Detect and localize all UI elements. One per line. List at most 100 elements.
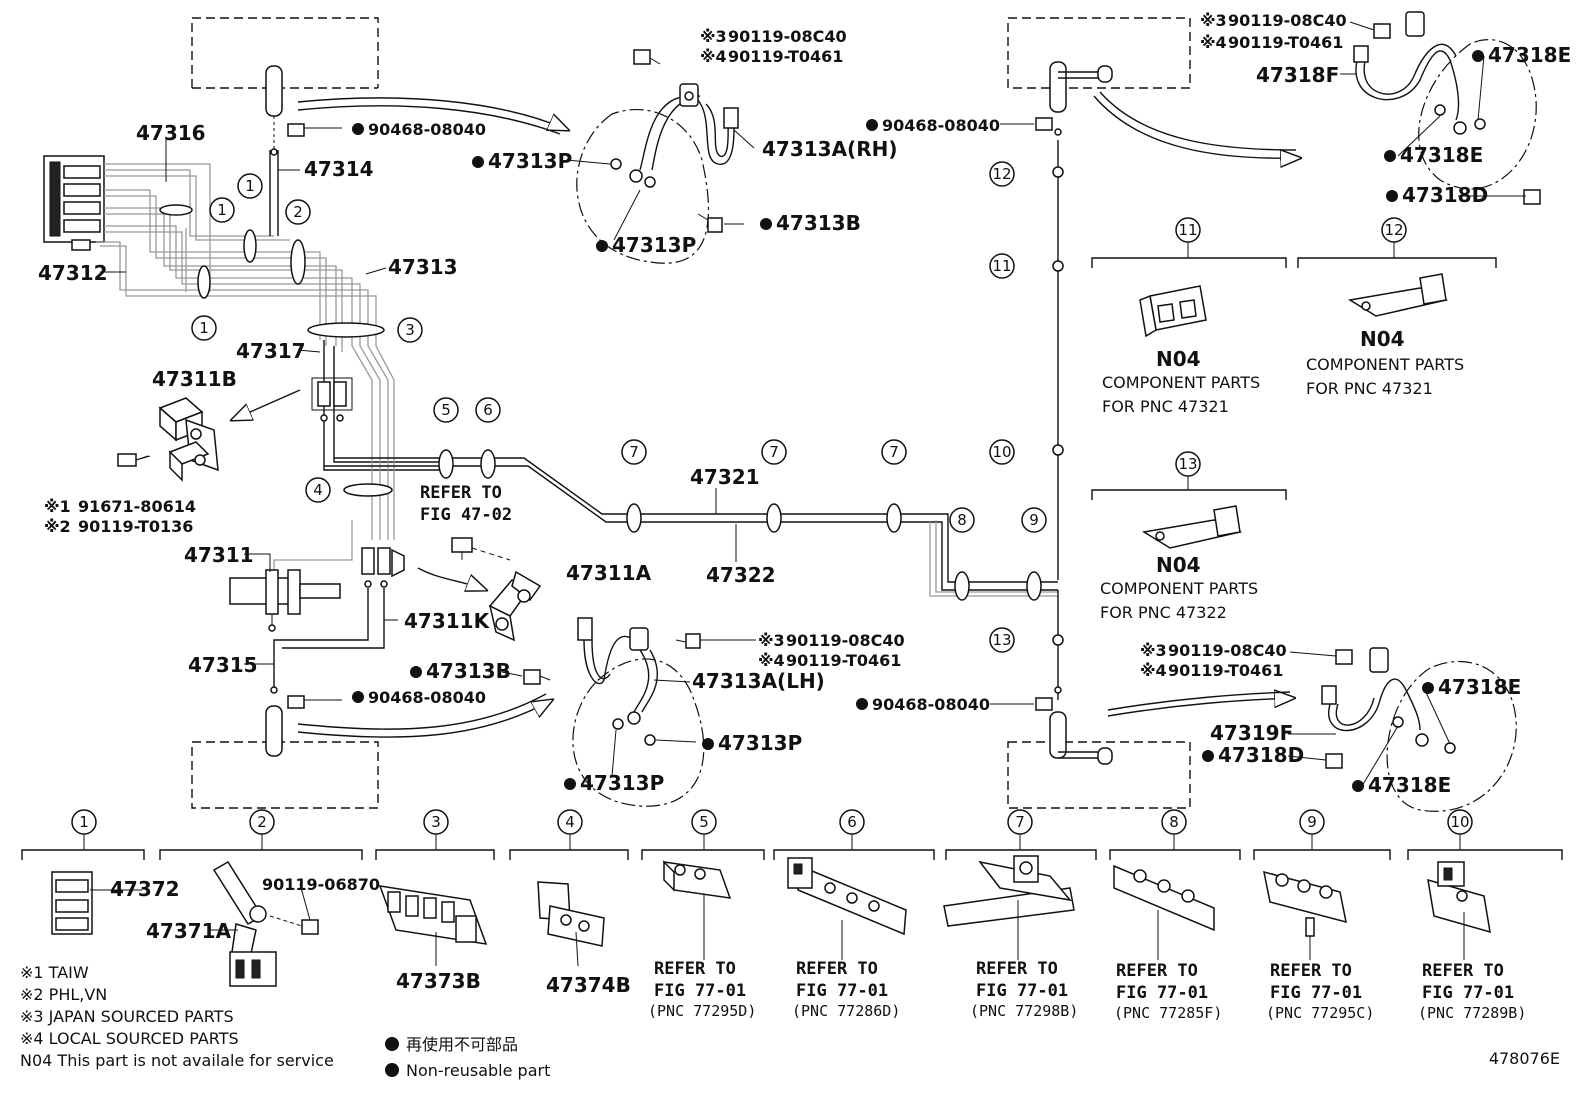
circle-num: 7: [629, 443, 639, 461]
circle-num: 13: [992, 631, 1011, 649]
circle-num: 10: [1450, 813, 1469, 831]
label-90119-08C40: 90119-08C40: [728, 27, 847, 46]
cond-3: ※3: [1140, 641, 1167, 660]
refer-to-text: REFER TO: [976, 959, 1058, 979]
hose-fr-labels: ※3 90119-08C40 ※4 90119-T0461 47313A(RH)…: [472, 27, 897, 257]
clip-77298B: [943, 855, 1075, 927]
component-parts-title: COMPONENT PARTS: [1102, 373, 1260, 392]
fig-77-01-text: FIG 77-01: [654, 981, 746, 1001]
pnc-77295D: (PNC 77295D): [648, 1002, 756, 1020]
legend-non-reusable-jp: 再使用不可部品: [406, 1035, 518, 1054]
label-90468-rr: 90468-08040: [872, 695, 990, 714]
tube-clamp-markers: [159, 166, 1064, 646]
non-reusable-dot: [1202, 750, 1214, 762]
non-reusable-dot: [856, 698, 868, 710]
circle-num: 9: [1029, 511, 1039, 529]
label-47315: 47315: [188, 653, 258, 677]
non-reusable-dot: [564, 778, 576, 790]
label-47372: 47372: [110, 877, 180, 901]
clip-77295C: [1263, 870, 1347, 937]
label-90119-08C40: 90119-08C40: [1228, 11, 1347, 30]
label-90119-T0136: 90119-T0136: [78, 517, 193, 536]
component-for-47322: FOR PNC 47322: [1100, 603, 1227, 622]
label-47318D: 47318D: [1402, 183, 1488, 207]
non-reusable-dot: [702, 738, 714, 750]
clip-90468-icons: [287, 117, 1053, 711]
circle-num: 6: [847, 813, 857, 831]
number-circles: 1 1 2 1 3 4 5 6 7 7 7 8 9 12 11 10 13 11: [71, 161, 1473, 835]
diagram-id: 478076E: [1489, 1049, 1560, 1068]
wheel-area-front-left: [191, 17, 379, 89]
hose-rl-labels: ※3 90119-08C40 ※4 90119-T0461 47313A(LH)…: [410, 631, 905, 795]
label-47313P: 47313P: [612, 233, 696, 257]
label-47318F: 47318F: [1256, 63, 1339, 87]
legend-note-1: ※1 TAIW: [20, 963, 89, 982]
non-reusable-dot: [472, 156, 484, 168]
non-reusable-dot: [352, 691, 364, 703]
circle-num: 9: [1307, 813, 1317, 831]
circle-num: 1: [245, 177, 255, 195]
label-47317: 47317: [236, 339, 306, 363]
fig-77-01-text: FIG 77-01: [1422, 983, 1514, 1003]
label-90119-T0461: 90119-T0461: [1228, 33, 1343, 52]
component-for-47321: FOR PNC 47321: [1306, 379, 1433, 398]
non-reusable-dot: [385, 1037, 399, 1051]
leader-lines: [90, 21, 1526, 967]
label-47311A: 47311A: [566, 561, 652, 585]
label-47321: 47321: [690, 465, 760, 489]
label-90119-08C40: 90119-08C40: [786, 631, 905, 650]
refer-fig-47-02: REFER TO FIG 47-02: [420, 483, 512, 525]
clip-47373B: [378, 885, 488, 945]
refer-to-text: REFER TO: [420, 483, 502, 503]
label-n04: N04: [1156, 553, 1201, 577]
clip-77295D: [662, 860, 732, 899]
refer-to-text: REFER TO: [1116, 961, 1198, 981]
non-reusable-dot: [352, 123, 364, 135]
cond-3: ※3: [1200, 11, 1227, 30]
refer-to-text: REFER TO: [1270, 961, 1352, 981]
label-47312: 47312: [38, 261, 108, 285]
component-parts-title: COMPONENT PARTS: [1306, 355, 1464, 374]
flex-hose-47313A-rh: [576, 49, 739, 264]
label-n04: N04: [1360, 327, 1405, 351]
wheel-area-rear-left: [191, 741, 379, 809]
circle-num: 2: [257, 813, 267, 831]
pnc-77295C: (PNC 77295C): [1266, 1004, 1374, 1022]
non-reusable-dot: [1472, 50, 1484, 62]
wheel-area-front-right: [1007, 17, 1191, 89]
legend-note-2: ※2 PHL,VN: [20, 985, 107, 1004]
label-47322: 47322: [706, 563, 776, 587]
flex-hose-47318F: [1353, 11, 1541, 205]
legend-note-3: ※3 JAPAN SOURCED PARTS: [20, 1007, 234, 1026]
component-for-47321: FOR PNC 47321: [1102, 397, 1229, 416]
cond-3: ※3: [700, 27, 727, 46]
label-47316: 47316: [136, 121, 206, 145]
circle-num: 8: [1169, 813, 1179, 831]
circle-num: 10: [992, 443, 1011, 461]
label-47313B: 47313B: [426, 659, 511, 683]
non-reusable-dot: [596, 240, 608, 252]
label-90119-T0461: 90119-T0461: [1168, 661, 1283, 680]
label-47318D: 47318D: [1218, 743, 1304, 767]
non-reusable-dot: [410, 666, 422, 678]
cond-3: ※3: [758, 631, 785, 650]
circle-num: 11: [1178, 221, 1197, 239]
tube-joint-47317: [311, 340, 440, 471]
non-reusable-dot: [760, 218, 772, 230]
clip-77285F: [1113, 864, 1215, 932]
label-47319F: 47319F: [1210, 721, 1293, 745]
tube-right-vertical: [1049, 61, 1113, 765]
non-reusable-dot: [1386, 190, 1398, 202]
circle-num: 1: [217, 201, 227, 219]
cond-4: ※4: [1200, 33, 1227, 52]
label-47313A-lh: 47313A(LH): [692, 669, 825, 693]
circle-num: 3: [431, 813, 441, 831]
bracket-47311B: [117, 397, 219, 482]
label-90119-06870: 90119-06870: [262, 875, 380, 894]
clip-77286D: [787, 857, 907, 936]
label-47313P: 47313P: [580, 771, 664, 795]
brake-actuator-47312: [43, 155, 105, 251]
component-parts-title: COMPONENT PARTS: [1100, 579, 1258, 598]
label-91671: 91671-80614: [78, 497, 196, 516]
